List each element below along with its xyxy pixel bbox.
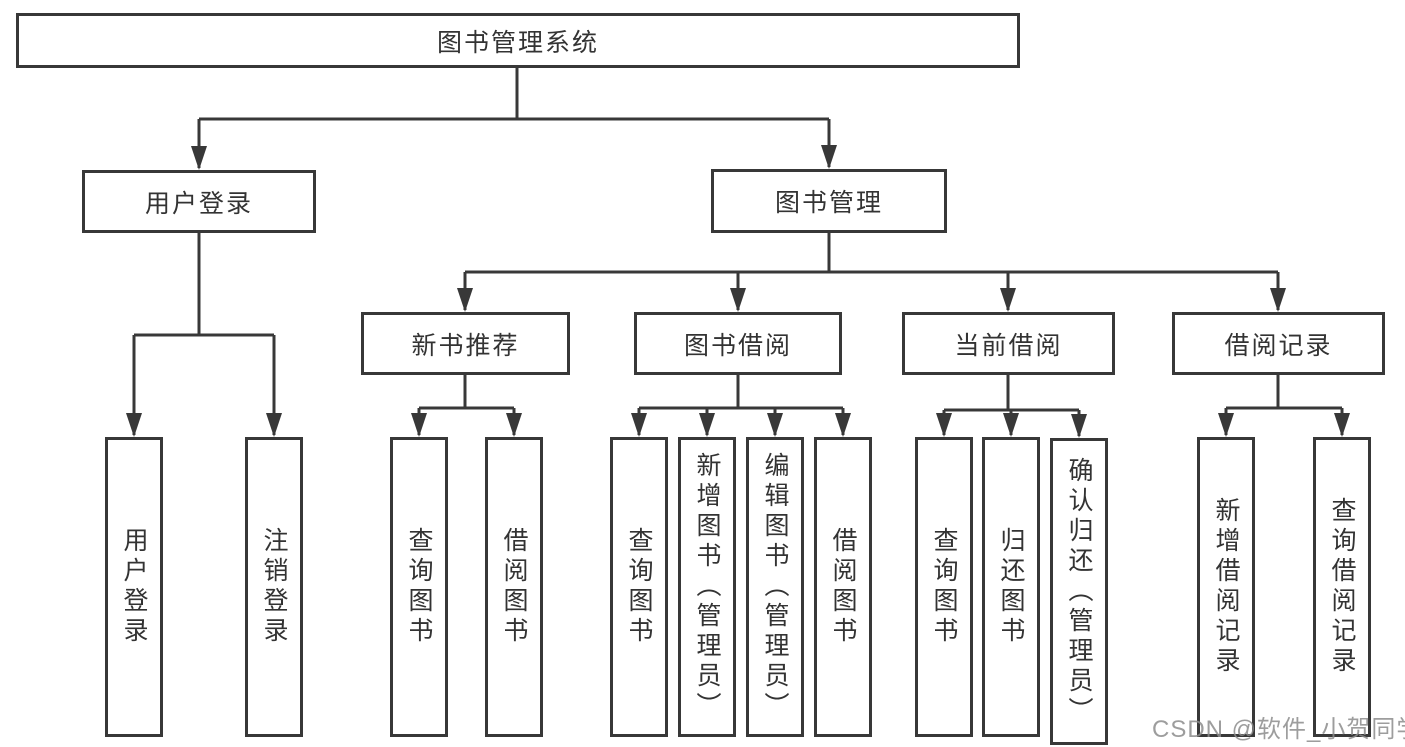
node-root-library-system: 图书管理系统: [16, 13, 1020, 68]
leaf-borrow-edit-books-admin: 编辑图书（管理员）: [746, 437, 804, 737]
leaf-logout: 注销登录: [245, 437, 303, 737]
node-user-login: 用户登录: [82, 170, 316, 233]
csdn-watermark: CSDN @软件_小贺同学: [1152, 716, 1405, 743]
leaf-user-login: 用户登录: [105, 437, 163, 737]
leaf-current-return-books: 归还图书: [982, 437, 1040, 737]
leaf-borrow-borrow-books: 借阅图书: [814, 437, 872, 737]
node-new-book-recommend: 新书推荐: [361, 312, 570, 375]
node-book-borrow: 图书借阅: [634, 312, 842, 375]
leaf-current-query-books: 查询图书: [915, 437, 973, 737]
node-book-management: 图书管理: [711, 169, 947, 233]
leaf-borrow-query-books: 查询图书: [610, 437, 668, 737]
leaf-borrow-add-books-admin: 新增图书（管理员）: [678, 437, 736, 737]
leaf-newbook-borrow-books: 借阅图书: [485, 437, 543, 737]
leaf-records-add-record: 新增借阅记录: [1197, 437, 1255, 737]
node-current-borrow: 当前借阅: [902, 312, 1115, 375]
leaf-records-query-record: 查询借阅记录: [1313, 437, 1371, 737]
node-borrow-records: 借阅记录: [1172, 312, 1385, 375]
leaf-current-confirm-return-admin: 确认归还（管理员）: [1050, 438, 1108, 745]
leaf-newbook-query-books: 查询图书: [390, 437, 448, 737]
